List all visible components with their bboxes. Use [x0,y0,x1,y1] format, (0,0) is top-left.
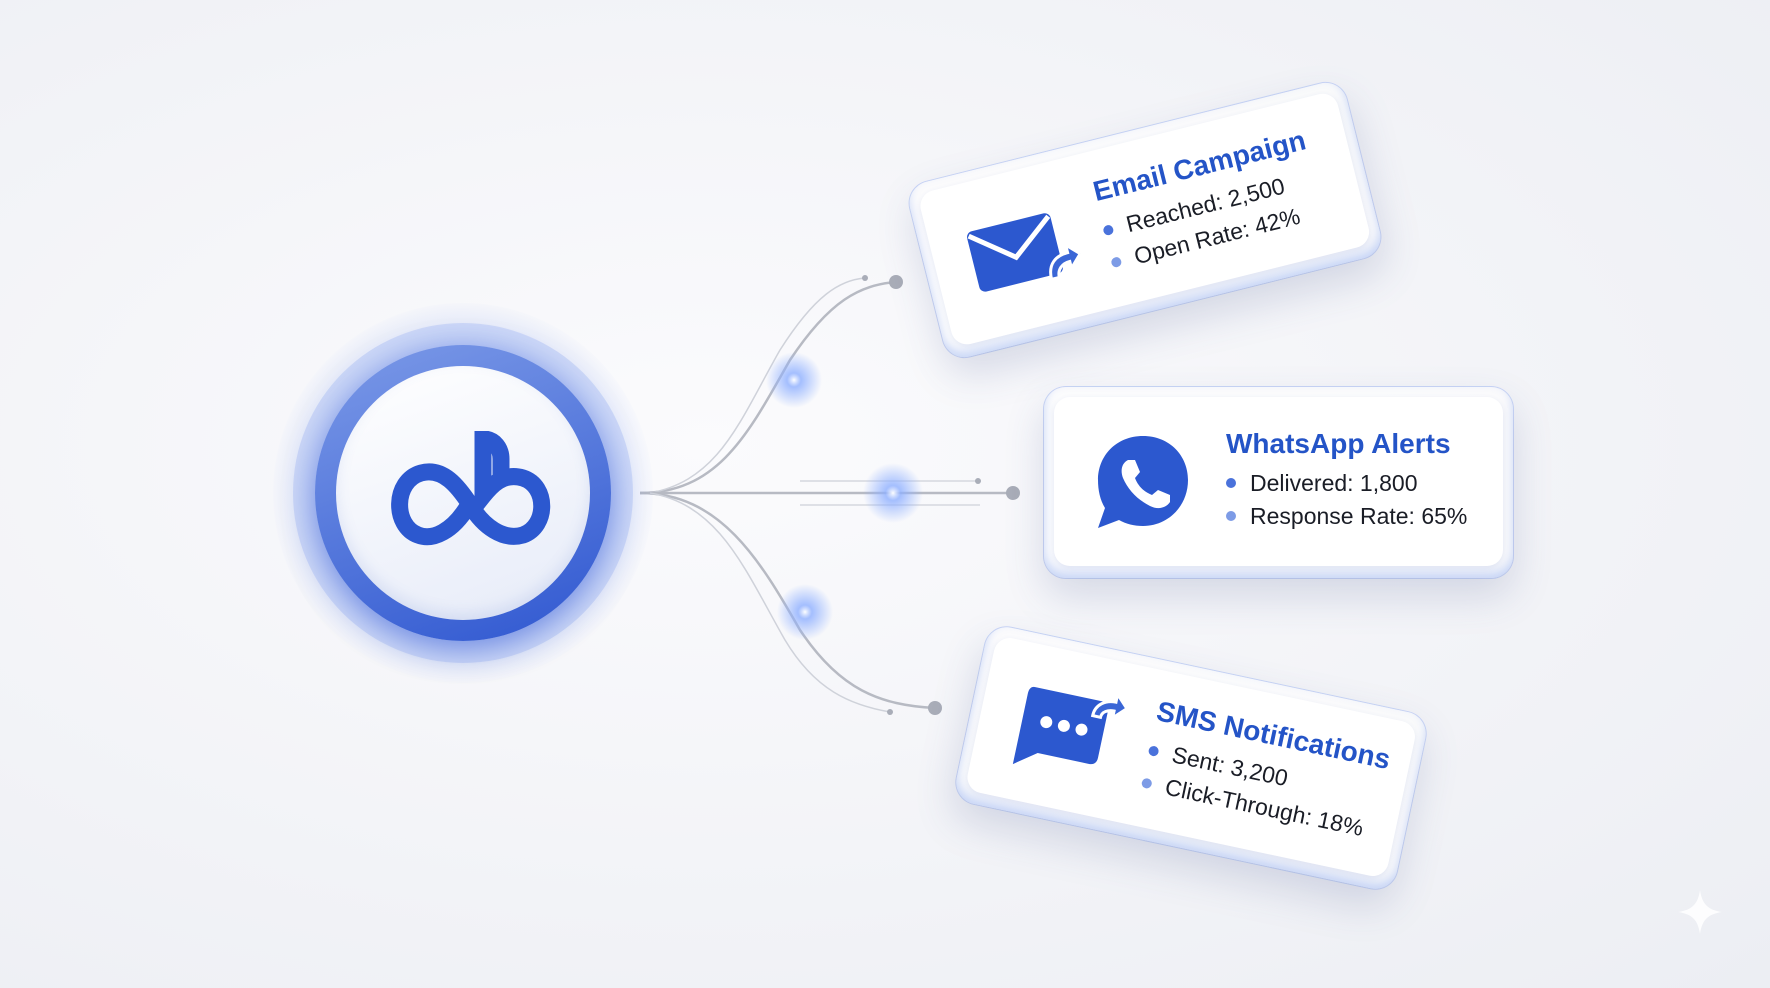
whatsapp-alerts-card[interactable]: WhatsApp Alerts Delivered: 1,800 Respons… [1044,387,1513,578]
chat-bubble-forward-icon [1012,686,1129,765]
stat-response-rate: Response Rate: 65% [1226,503,1467,530]
card-title: WhatsApp Alerts [1226,427,1451,459]
ab-infinity-logo-icon [391,431,551,546]
endpoint-sms [928,701,942,715]
stat-delivered: Delivered: 1,800 [1226,470,1467,497]
pulse-sms [777,584,833,640]
pulse-email [766,352,822,408]
pulse-whatsapp [863,463,923,523]
whatsapp-phone-icon [1098,435,1188,528]
sms-notifications-card[interactable]: SMS Notifications Sent: 3,200 Click-Thro… [952,623,1430,893]
email-campaign-card[interactable]: Email Campaign Reached: 2,500 Open Rate:… [904,78,1386,362]
envelope-forward-icon [967,213,1083,292]
endpoint-whatsapp [1006,486,1020,500]
endpoint-email [889,275,903,289]
sparkle-icon [1678,890,1722,934]
